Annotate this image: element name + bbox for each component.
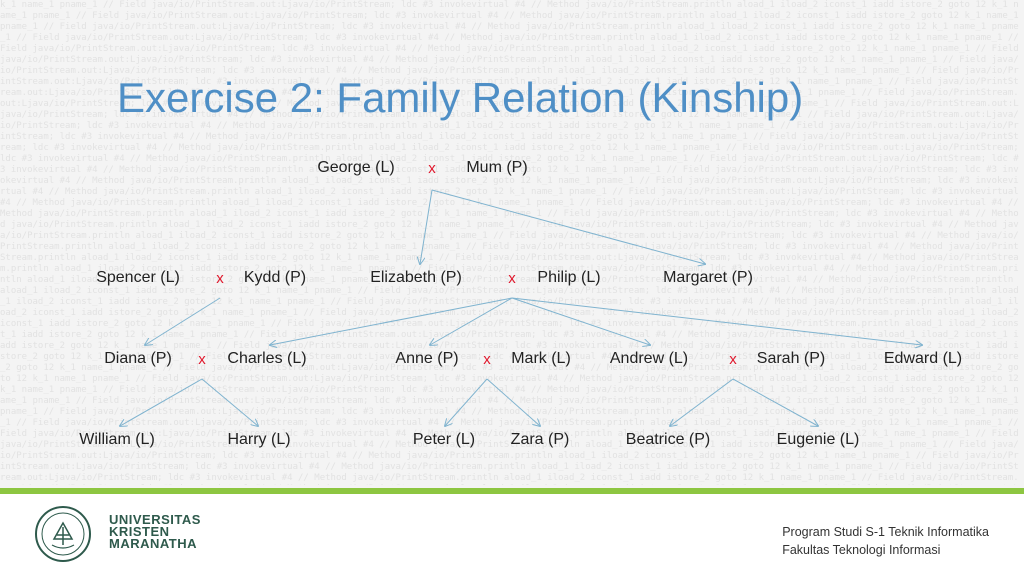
node-elizabeth: Elizabeth (P) bbox=[370, 269, 462, 286]
node-edward: Edward (L) bbox=[883, 350, 963, 367]
node-charles: Charles (L) bbox=[227, 350, 307, 367]
node-sarah: Sarah (P) bbox=[756, 350, 826, 367]
node-eugenie: Eugenie (L) bbox=[776, 431, 860, 448]
edge-anne-mark-to-zara bbox=[486, 378, 540, 426]
university-name: UNIVERSITAS KRISTEN MARANATHA bbox=[109, 512, 201, 551]
node-spencer: Spencer (L) bbox=[96, 269, 180, 286]
footer-accent-bar bbox=[0, 488, 1024, 494]
background-code-texture: k_1 name_1 pname_1 // Field java/io/Prin… bbox=[0, 0, 1019, 485]
faculty-name: Fakultas Teknologi Informasi bbox=[782, 543, 941, 557]
edge-anne-mark-to-peter bbox=[445, 378, 488, 426]
edge-andrew-sarah-to-beatrice bbox=[670, 378, 734, 426]
university-line-2: KRISTEN bbox=[109, 524, 170, 539]
node-diana: Diana (P) bbox=[104, 350, 172, 367]
program-info: Program Studi S-1 Teknik Informatika Fak… bbox=[782, 523, 989, 559]
university-line-1: UNIVERSITAS bbox=[109, 512, 201, 527]
edge-elizabeth-philip-to-charles bbox=[270, 297, 513, 345]
program-name: Program Studi S-1 Teknik Informatika bbox=[782, 525, 989, 539]
edge-elizabeth-philip-to-andrew bbox=[511, 297, 650, 345]
edge-spencer-kydd-to-diana bbox=[145, 297, 221, 345]
node-anne: Anne (P) bbox=[395, 350, 459, 367]
node-beatrice: Beatrice (P) bbox=[625, 431, 711, 448]
marriage-symbol: x bbox=[508, 270, 516, 287]
node-peter: Peter (L) bbox=[412, 431, 476, 448]
node-george: George (L) bbox=[317, 159, 395, 176]
edge-diana-charles-to-harry bbox=[201, 378, 258, 426]
marriage-symbol: x bbox=[216, 270, 224, 287]
edge-diana-charles-to-william bbox=[120, 378, 203, 426]
node-harry: Harry (L) bbox=[227, 431, 291, 448]
edge-george-mum-to-margaret bbox=[431, 189, 705, 264]
marriage-symbol: x bbox=[483, 351, 491, 368]
edge-elizabeth-philip-to-anne bbox=[430, 297, 513, 345]
node-zara: Zara (P) bbox=[510, 431, 570, 448]
relation-lines bbox=[0, 189, 1024, 490]
marriage-symbol: x bbox=[729, 351, 737, 368]
marriage-symbol: x bbox=[198, 351, 206, 368]
node-philip: Philip (L) bbox=[537, 269, 601, 286]
node-mark: Mark (L) bbox=[511, 350, 571, 367]
node-kydd: Kydd (P) bbox=[243, 269, 307, 286]
marriage-symbol: x bbox=[428, 160, 436, 177]
slide-title: Exercise 2: Family Relation (Kinship) bbox=[117, 74, 804, 121]
node-william: William (L) bbox=[79, 431, 155, 448]
node-andrew: Andrew (L) bbox=[609, 350, 689, 367]
edge-george-mum-to-elizabeth bbox=[420, 189, 433, 264]
university-seal-logo bbox=[35, 506, 91, 562]
edge-andrew-sarah-to-eugenie bbox=[732, 378, 818, 426]
node-margaret: Margaret (P) bbox=[663, 269, 753, 286]
node-mum: Mum (P) bbox=[466, 159, 528, 176]
university-line-3: MARANATHA bbox=[109, 536, 198, 551]
edge-elizabeth-philip-to-edward bbox=[511, 297, 922, 345]
